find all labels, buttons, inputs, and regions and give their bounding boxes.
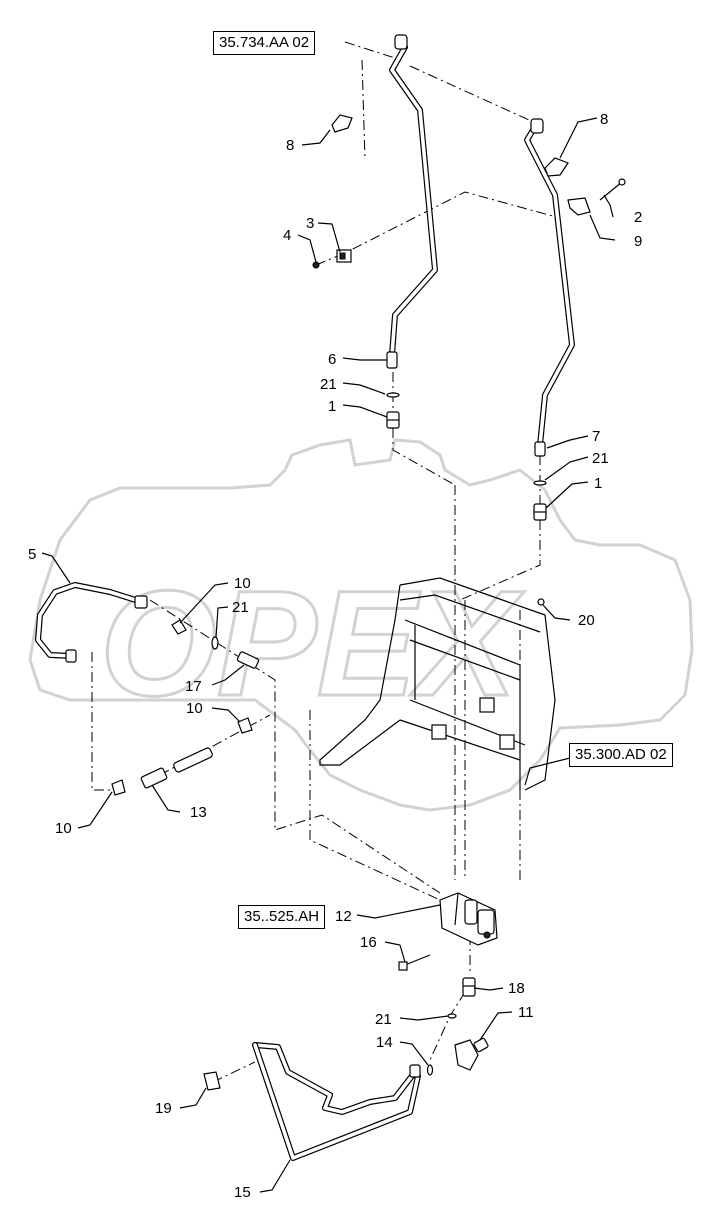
oring-21-mid xyxy=(211,636,219,650)
hydraulic-tube-15 xyxy=(252,1042,421,1161)
hydraulic-tube-upper-left xyxy=(386,34,438,369)
fitting-1-right xyxy=(533,503,547,521)
valve-block-12 xyxy=(439,892,498,946)
hydraulic-tube-upper-right xyxy=(524,118,575,457)
leader-lines xyxy=(41,117,616,1193)
oring-21-left xyxy=(386,392,400,398)
callout-10-c: 10 xyxy=(55,820,72,837)
reference-box-right[interactable]: 35.300.AD 02 xyxy=(569,743,673,767)
callout-21-c: 21 xyxy=(232,599,249,616)
callout-21-a: 21 xyxy=(320,376,337,393)
callouts: 8 8 2 9 3 4 6 21 1 7 21 1 5 10 21 17 20 … xyxy=(28,111,642,1201)
oring-21-right xyxy=(533,480,547,486)
bracket-part-9 xyxy=(567,197,591,216)
callout-3: 3 xyxy=(306,215,314,232)
callout-4: 4 xyxy=(283,227,291,244)
bolt-part-2 xyxy=(599,178,626,201)
clamp-part-8-right xyxy=(544,157,569,177)
clamp-part-10-a xyxy=(171,619,187,635)
callout-2: 2 xyxy=(634,209,642,226)
hose-5 xyxy=(35,582,148,663)
callout-10-b: 10 xyxy=(186,700,203,717)
callout-11: 14 xyxy=(376,1034,393,1051)
callout-21-b: 21 xyxy=(592,450,609,467)
watermark-text: OPEX xyxy=(100,559,525,727)
callout-1-b: 1 xyxy=(594,475,602,492)
callout-18: 18 xyxy=(508,980,525,997)
callout-9: 9 xyxy=(634,233,642,250)
mounting-frame xyxy=(319,577,556,791)
oring-21-lower xyxy=(447,1013,457,1019)
fitting-1-left xyxy=(386,411,400,429)
callout-21-d: 21 xyxy=(375,1011,392,1028)
clamp-part-10-c xyxy=(111,779,126,796)
clip-part-19 xyxy=(203,1071,221,1091)
callout-13: 13 xyxy=(190,804,207,821)
callout-8-left: 8 xyxy=(286,137,294,154)
callout-6: 6 xyxy=(328,351,336,368)
callout-17: 17 xyxy=(185,678,202,695)
callout-12: 12 xyxy=(335,908,352,925)
connection-lines xyxy=(91,41,561,1083)
reference-box-top[interactable]: 35.734.AA 02 xyxy=(213,31,316,55)
callout-5: 5 xyxy=(28,546,36,563)
washer-part-11 xyxy=(426,1064,434,1076)
fitting-17 xyxy=(236,651,260,669)
fitting-18 xyxy=(462,977,476,997)
callout-7: 7 xyxy=(592,428,600,445)
bolt-part-16 xyxy=(398,954,431,971)
clip-part-3 xyxy=(336,249,352,263)
callout-10-a: 10 xyxy=(234,575,251,592)
callout-16: 16 xyxy=(360,934,377,951)
clamp-part-8-left xyxy=(331,114,353,133)
callout-19: 19 xyxy=(155,1100,172,1117)
callout-1-a: 1 xyxy=(328,398,336,415)
reference-box-left[interactable]: 35..525.AH xyxy=(238,905,326,929)
callout-8-right: 8 xyxy=(600,111,608,128)
callout-15: 15 xyxy=(234,1184,251,1201)
callout-20: 20 xyxy=(578,612,595,629)
hose-part-13 xyxy=(140,747,213,789)
callout-14: 11 xyxy=(518,1004,534,1021)
nut-part-4 xyxy=(312,261,320,269)
clamp-part-10-b xyxy=(237,717,253,734)
elbow-fitting-14 xyxy=(454,1037,489,1071)
